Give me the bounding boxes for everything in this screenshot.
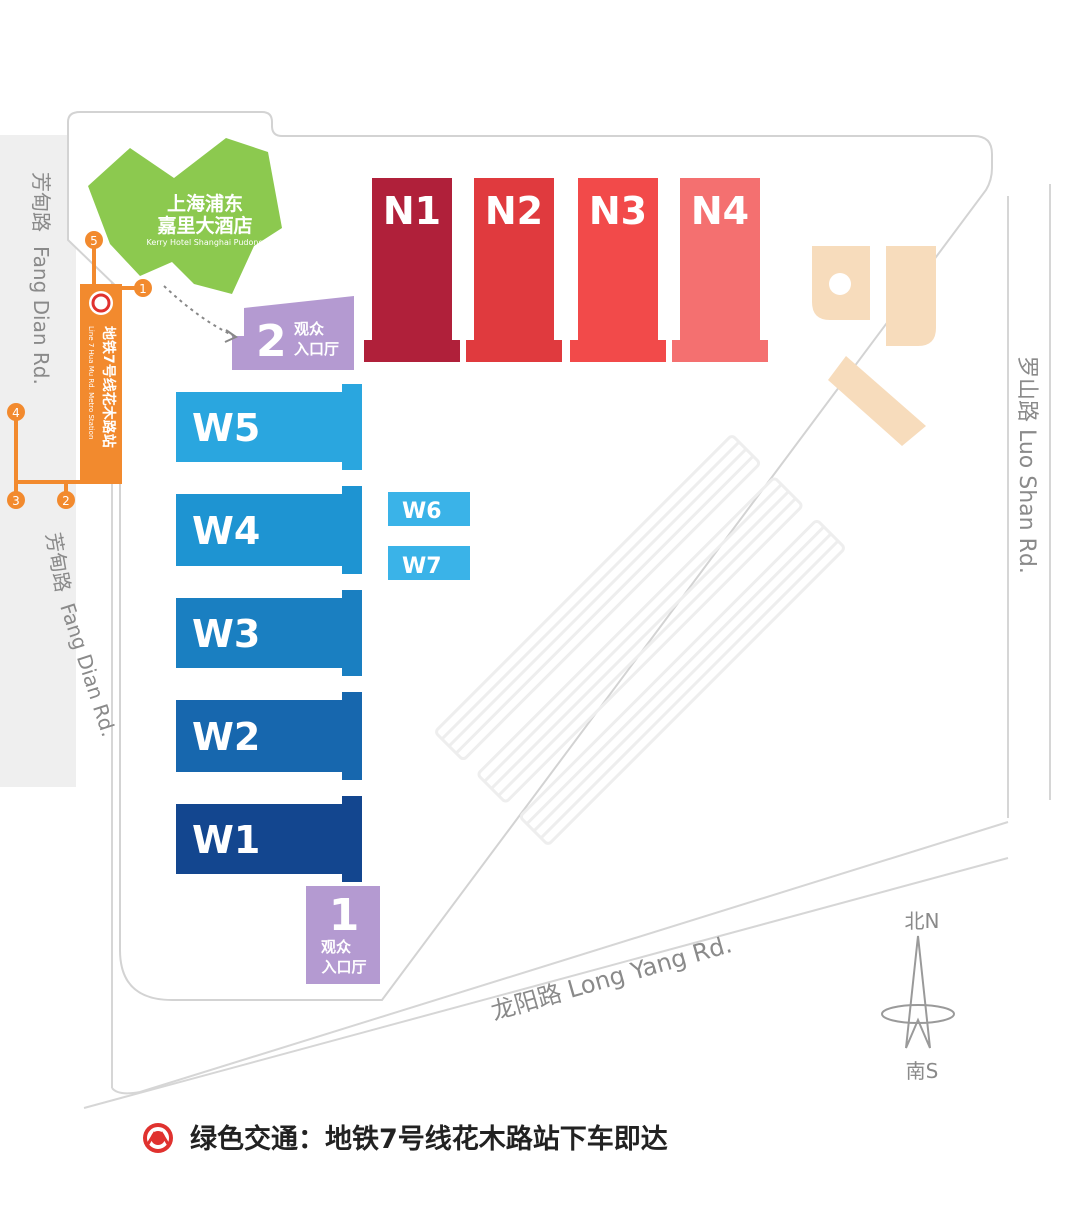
metro-exit-2[interactable]: 2	[57, 491, 75, 509]
hall-n4[interactable]: N4	[672, 178, 768, 362]
north-halls: N1 N2 N3 N4	[364, 178, 768, 362]
hall-n1-label: N1	[383, 189, 441, 233]
entrance-1[interactable]: 1 观众 入口厅	[306, 886, 380, 984]
road-lines	[83, 184, 1051, 1109]
hall-w2-label: W2	[192, 715, 260, 759]
hall-w4-body	[176, 494, 352, 566]
compass-south-label: 南S	[906, 1059, 939, 1083]
entrance-1-label-line2: 入口厅	[321, 958, 366, 976]
metro-exit-2-label: 2	[62, 494, 70, 508]
footer-metro-logo-mark-icon	[146, 1131, 170, 1145]
footer-metro-logo-inner-icon	[147, 1127, 169, 1149]
hall-n2-body	[474, 178, 554, 344]
hotel-name-en: Kerry Hotel Shanghai Pudong	[146, 238, 263, 247]
hall-w3-label: W3	[192, 612, 260, 656]
hall-n1[interactable]: N1	[364, 178, 460, 362]
footer: 绿色交通：地铁7号线花木路站下车即达	[143, 1123, 668, 1155]
metro-exit-2-circle	[57, 491, 75, 509]
entrance-2-shape	[232, 296, 354, 370]
hall-w5-label: W5	[192, 406, 260, 450]
metro-exit-4-circle	[7, 403, 25, 421]
hotel-building	[88, 138, 282, 294]
hall-n2[interactable]: N2	[466, 178, 562, 362]
hall-n3[interactable]: N3	[570, 178, 666, 362]
road-fang-dian-top-en: Fang Dian Rd.	[29, 246, 53, 385]
hall-w7-label: W7	[402, 554, 442, 579]
metro-station[interactable]: 地铁7号线花木路站 Line 7 Hua Mu Rd. Metro Statio…	[80, 284, 122, 484]
metro-exit-4[interactable]: 4	[7, 403, 25, 421]
hall-n4-label: N4	[691, 189, 749, 233]
footer-text: 绿色交通：地铁7号线花木路站下车即达	[190, 1123, 668, 1155]
fang-dian-road-strip	[0, 135, 76, 787]
entrance-1-number: 1	[329, 890, 360, 941]
hall-w3-end	[342, 590, 362, 676]
entrance-1-shape	[306, 886, 380, 984]
hall-w5[interactable]: W5	[176, 384, 362, 470]
entrance-2-number: 2	[256, 316, 287, 367]
hall-w6-label: W6	[402, 499, 442, 524]
compass-needle-icon	[905, 935, 931, 1049]
west-halls: W5 W4 W3 W2 W1 W6 W7	[176, 384, 470, 882]
compass-ring-icon	[881, 1004, 955, 1024]
metro-station-body	[80, 284, 122, 484]
hall-n3-body	[578, 178, 658, 344]
hall-w2-end	[342, 692, 362, 780]
hall-w6[interactable]: W6	[388, 492, 470, 526]
hall-n1-body	[372, 178, 452, 344]
beige-buildings	[812, 246, 936, 446]
walking-route-arrowhead-icon	[224, 329, 239, 343]
hall-w1[interactable]: W1	[176, 796, 362, 882]
parking-area	[435, 435, 845, 845]
hall-w7-body	[388, 546, 470, 580]
road-fang-dian-top-cn: 芳甸路	[29, 172, 53, 232]
entrance-1-label-line1: 观众	[321, 938, 351, 956]
metro-logo-inner-icon	[91, 293, 111, 313]
metro-exit-5-circle	[85, 231, 103, 249]
hotel-name-line2: 嘉里大酒店	[156, 214, 252, 237]
compass: 北N 南S	[881, 909, 955, 1083]
hall-w5-end	[342, 384, 362, 470]
hotel-name-line1: 上海浦东	[167, 192, 243, 215]
hall-n2-base	[466, 340, 562, 362]
metro-exit-4-label: 4	[12, 406, 20, 420]
metro-exit-3-circle	[7, 491, 25, 509]
compass-north-label: 北N	[905, 909, 940, 933]
hall-w1-label: W1	[192, 818, 260, 862]
road-luo-shan: 罗山路 Luo Shan Rd.	[1014, 356, 1039, 574]
hall-n4-base	[672, 340, 768, 362]
hall-w3[interactable]: W3	[176, 590, 362, 676]
metro-exits: 5 1 4 3 2	[7, 231, 152, 509]
hall-n3-label: N3	[589, 189, 647, 233]
hall-w4-label: W4	[192, 509, 260, 553]
metro-exit-1[interactable]: 1	[134, 279, 152, 297]
hall-n3-base	[570, 340, 666, 362]
metro-exit-5-label: 5	[90, 234, 98, 248]
hall-w6-body	[388, 492, 470, 526]
metro-station-label: 地铁7号线花木路站	[100, 326, 117, 448]
metro-exit-1-label: 1	[139, 282, 147, 296]
hall-w2[interactable]: W2	[176, 692, 362, 780]
entrance-2[interactable]: 2 观众 入口厅	[232, 296, 354, 370]
metro-station-label-en: Line 7 Hua Mu Rd. Metro Station	[87, 326, 95, 439]
hall-w1-end	[342, 796, 362, 882]
hall-n4-body	[680, 178, 760, 344]
hall-w4[interactable]: W4	[176, 486, 362, 574]
hall-w3-body	[176, 598, 352, 668]
hall-w5-body	[176, 392, 352, 462]
hall-w1-body	[176, 804, 352, 874]
hall-w7[interactable]: W7	[388, 546, 470, 580]
metro-exit-3[interactable]: 3	[7, 491, 25, 509]
hall-n1-base	[364, 340, 460, 362]
walking-route-arrow	[163, 285, 235, 337]
entrance-2-label-line2: 入口厅	[294, 340, 339, 358]
entrance-2-label-line1: 观众	[294, 320, 324, 338]
hall-n2-label: N2	[485, 189, 543, 233]
metro-exit-1-circle	[134, 279, 152, 297]
metro-exit-3-label: 3	[12, 494, 20, 508]
hall-w2-body	[176, 700, 352, 772]
hall-w4-end	[342, 486, 362, 574]
metro-exit-5[interactable]: 5	[85, 231, 103, 249]
